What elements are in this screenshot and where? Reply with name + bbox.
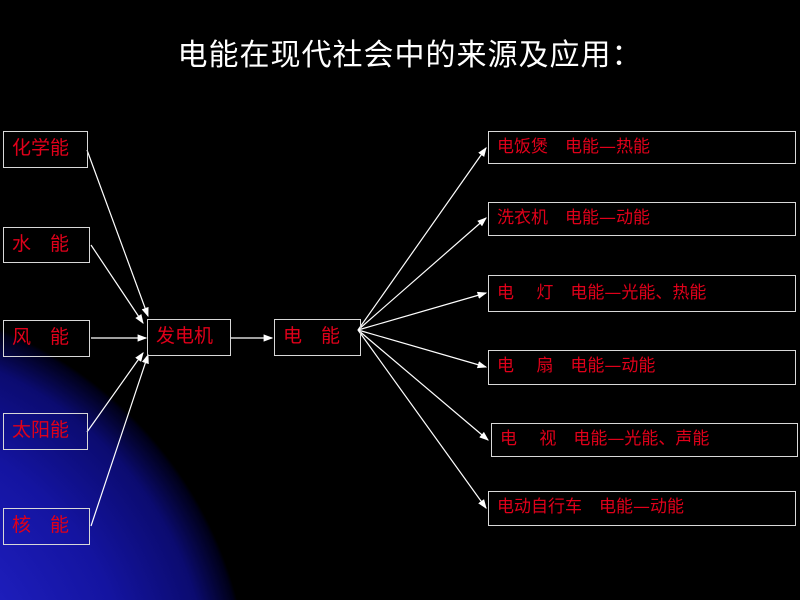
arrow-nuclear (90, 353, 149, 527)
arrow-hydro (90, 244, 144, 324)
arrow-to-tv (357, 329, 489, 441)
app-fan: 电 扇 电能—动能 (488, 350, 796, 385)
source-solar: 太阳能 (3, 413, 88, 450)
generator-box: 发电机 (147, 319, 231, 356)
source-hydro: 水 能 (3, 227, 90, 263)
source-nuclear: 核 能 (3, 508, 90, 545)
electric-energy-box: 电 能 (274, 319, 361, 356)
arrow-to-rice-cooker (357, 147, 487, 331)
slide-title: 电能在现代社会中的来源及应用： (177, 38, 643, 73)
source-chemical: 化学能 (3, 131, 88, 168)
arrow-solar (86, 352, 144, 433)
arrow-to-washer (357, 217, 487, 331)
arrow-to-lamp (357, 291, 488, 331)
app-rice-cooker: 电饭煲 电能—热能 (488, 131, 796, 164)
arrow-chemical (86, 149, 149, 318)
app-lamp: 电 灯 电能—光能、热能 (488, 275, 796, 312)
arrow-to-ebike (357, 329, 487, 509)
app-ebike: 电动自行车 电能—动能 (488, 491, 796, 526)
arrow-to-fan (357, 329, 488, 369)
app-washing-machine: 洗衣机 电能—动能 (488, 202, 796, 236)
source-wind: 风 能 (3, 320, 90, 357)
app-tv: 电 视 电能—光能、声能 (491, 423, 798, 457)
